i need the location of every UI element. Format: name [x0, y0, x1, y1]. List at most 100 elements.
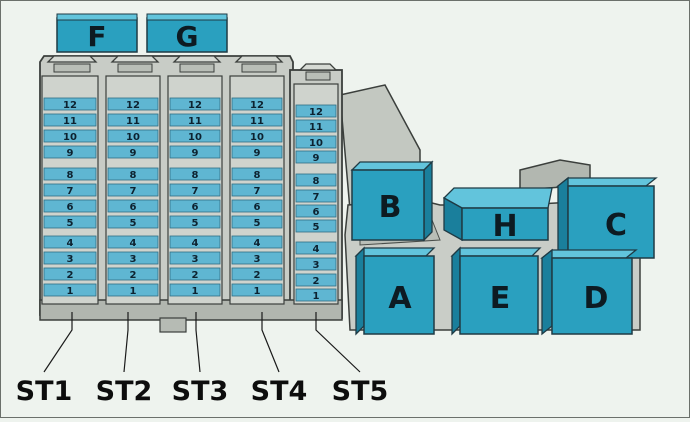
relay-e: E — [450, 246, 542, 336]
fuse-number: 10 — [309, 138, 323, 149]
relay-c: C — [556, 176, 658, 260]
fuse-number: 2 — [254, 270, 261, 281]
fuse-number: 3 — [130, 254, 137, 265]
relay-c-top — [556, 177, 658, 187]
fuse-slot — [231, 235, 283, 249]
fuse-slot — [231, 145, 283, 159]
relay-f: F — [56, 13, 138, 53]
relay-f-body — [56, 17, 138, 53]
fuse-number: 12 — [250, 100, 264, 111]
fuse-number: 5 — [67, 218, 74, 229]
strip-st1-latch — [46, 55, 98, 63]
fuse-number: 3 — [192, 254, 199, 265]
fuse-slot — [295, 219, 337, 233]
fuse-number: 3 — [313, 260, 320, 271]
fuse-slot — [107, 129, 159, 143]
fuse-slot — [43, 167, 97, 181]
fuse-number: 11 — [63, 116, 77, 127]
fuse-slot — [107, 183, 159, 197]
relay-c-side — [557, 176, 569, 260]
relay-a-label: A — [388, 281, 412, 316]
fuse-slot — [43, 215, 97, 229]
relay-b-body — [351, 169, 425, 241]
relay-e-top — [450, 247, 542, 257]
fuse-number: 5 — [192, 218, 199, 229]
fuse-slot — [231, 97, 283, 111]
fuse-number: 7 — [254, 186, 261, 197]
relay-a-body — [363, 255, 435, 335]
fuse-number: 3 — [254, 254, 261, 265]
relay-e-side — [451, 246, 461, 336]
fuse-number: 3 — [67, 254, 74, 265]
relay-f-top — [56, 13, 138, 21]
fuse-slot — [107, 267, 159, 281]
fuse-number: 1 — [130, 286, 137, 297]
relay-h-body — [461, 207, 549, 241]
relay-a-side — [355, 246, 365, 336]
fuse-slot — [169, 145, 221, 159]
relay-b-top — [350, 161, 434, 171]
fuse-slot — [43, 251, 97, 265]
fuse-slot — [231, 113, 283, 127]
fuse-number: 6 — [313, 207, 320, 218]
fuse-number: 10 — [63, 132, 77, 143]
fuse-number: 6 — [130, 202, 137, 213]
fuse-slot — [295, 257, 337, 271]
top-relays: F G — [56, 13, 228, 53]
strip-st2-label: ST2 — [96, 376, 153, 407]
relay-h-label: H — [492, 209, 517, 244]
fuse-slot — [169, 97, 221, 111]
strip-st2-leader-line — [123, 312, 129, 373]
fuse-slot — [43, 283, 97, 297]
fuse-number: 6 — [192, 202, 199, 213]
strip-st1-label: ST1 — [16, 376, 73, 407]
fuse-slot — [231, 283, 283, 297]
fuse-slot — [169, 283, 221, 297]
fuse-number: 2 — [313, 276, 320, 287]
fuse-slot — [169, 251, 221, 265]
relay-d-top — [540, 249, 638, 259]
relay-g-body — [146, 17, 228, 53]
fuse-slot — [231, 183, 283, 197]
relay-a-top — [354, 247, 436, 257]
fuse-number: 4 — [192, 238, 199, 249]
fuse-number: 7 — [67, 186, 74, 197]
fuse-slot — [231, 267, 283, 281]
fuse-number: 9 — [192, 148, 199, 159]
fuse-number: 5 — [254, 218, 261, 229]
fuse-number: 11 — [188, 116, 202, 127]
relay-f-label: F — [87, 20, 106, 53]
strip-st1-latch-slot — [53, 63, 91, 73]
relay-b: B — [350, 160, 434, 242]
fuse-number: 1 — [313, 291, 320, 302]
strip-st5-leader-line — [315, 312, 361, 373]
fuse-slot — [295, 241, 337, 255]
fuse-slot — [169, 235, 221, 249]
fuse-number: 1 — [254, 286, 261, 297]
strip-st3-leader-line — [195, 312, 201, 373]
strip-st4-latch-slot — [241, 63, 277, 73]
fuse-number: 4 — [67, 238, 74, 249]
fuse-slot — [107, 167, 159, 181]
fuse-number: 10 — [126, 132, 140, 143]
fuse-slot — [295, 288, 337, 302]
fuse-number: 2 — [67, 270, 74, 281]
fuse-number: 9 — [254, 148, 261, 159]
relay-g: G — [146, 13, 228, 53]
fuse-number: 7 — [192, 186, 199, 197]
relay-g-top — [146, 13, 228, 21]
fuse-slot — [295, 150, 337, 164]
strip-st2-latch-slot — [117, 63, 153, 73]
fuse-number: 8 — [313, 176, 320, 187]
relay-b-label: B — [379, 190, 402, 225]
fuse-slot — [43, 199, 97, 213]
fuse-slot — [231, 251, 283, 265]
strip-st5-label: ST5 — [332, 376, 389, 407]
fuse-slot — [169, 167, 221, 181]
fuse-slot — [169, 129, 221, 143]
fuse-slot — [231, 215, 283, 229]
